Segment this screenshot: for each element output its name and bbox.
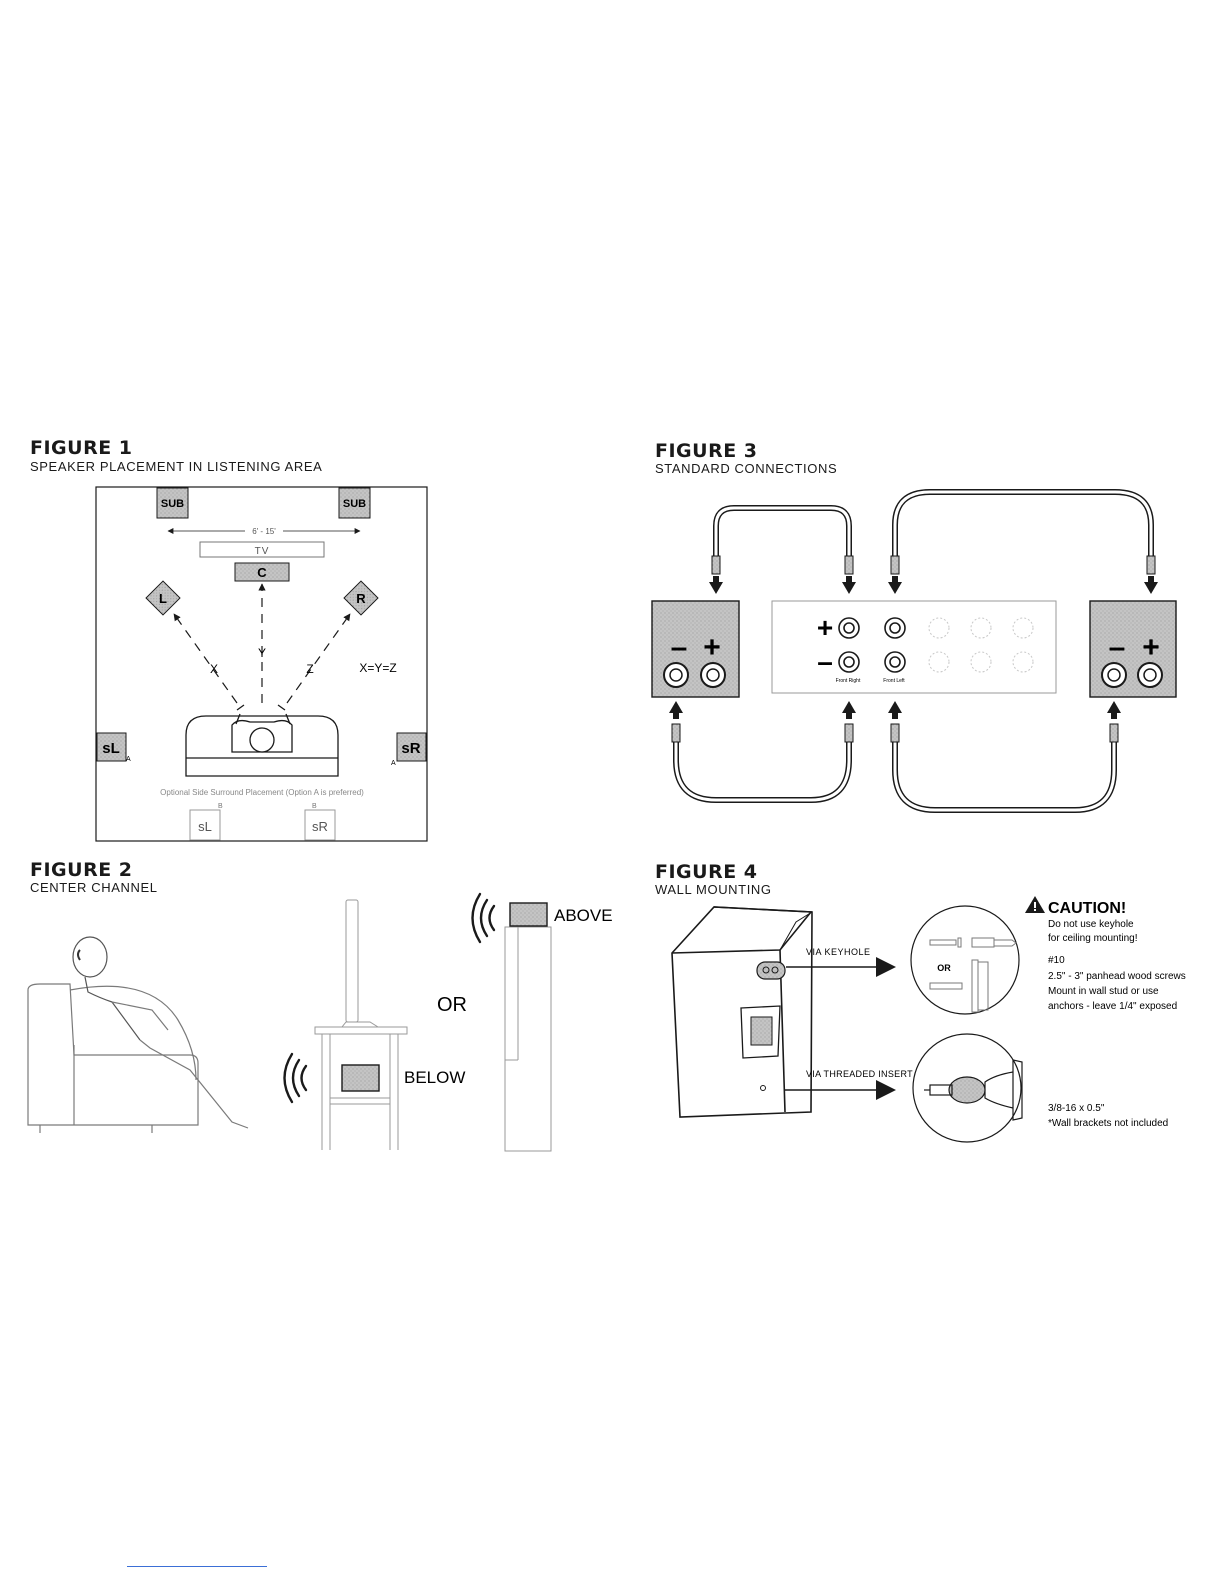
tv-tall-side bbox=[504, 926, 552, 1152]
figure-1-subtitle: SPEAKER PLACEMENT IN LISTENING AREA bbox=[30, 459, 323, 474]
center-speaker: C bbox=[234, 562, 290, 582]
front-right-label: Front Right bbox=[836, 678, 861, 684]
bottom-rule bbox=[127, 1566, 267, 1567]
insert-detail-circle bbox=[912, 1033, 1023, 1143]
figure-4-subtitle: WALL MOUNTING bbox=[655, 882, 772, 897]
receiver-plus: + bbox=[817, 612, 833, 643]
sound-waves-below bbox=[283, 1052, 308, 1104]
side-left-speaker-b: sL B bbox=[189, 803, 223, 841]
center-speaker-above bbox=[509, 902, 548, 927]
right-speaker-terminal: – + bbox=[1089, 600, 1177, 698]
distance-x-label: X bbox=[210, 662, 218, 676]
side-left-b-label: sL bbox=[198, 819, 212, 834]
distance-label: 6' - 15' bbox=[252, 527, 276, 536]
side-right-label: sR bbox=[401, 740, 420, 757]
figure-2-title: FIGURE 2 bbox=[30, 859, 133, 881]
side-right-speaker-b: sR B bbox=[304, 803, 336, 841]
figure-3-diagram: – + – + + – bbox=[651, 489, 1177, 813]
tv: TV bbox=[199, 541, 325, 558]
left-speaker-terminal: – + bbox=[651, 600, 740, 698]
figure-3-subtitle: STANDARD CONNECTIONS bbox=[655, 461, 838, 476]
figure-1-title: FIGURE 1 bbox=[30, 437, 133, 459]
caution-heading: CAUTION! bbox=[1048, 900, 1126, 917]
sofa-with-listener bbox=[185, 704, 339, 777]
subwoofer-right-label: SUB bbox=[343, 498, 366, 510]
right-speaker: R bbox=[343, 580, 379, 616]
speaker-wires bbox=[673, 489, 1154, 813]
left-terminal-minus: – bbox=[671, 631, 688, 664]
caution-block: CAUTION! Do not use keyhole for ceiling … bbox=[1025, 896, 1186, 1129]
equation-label: X=Y=Z bbox=[359, 661, 396, 675]
figure-4-diagram: VIA KEYHOLE VIA THREADED INSERT OR bbox=[671, 896, 1186, 1143]
tv-on-stand bbox=[314, 899, 408, 1150]
left-speaker-label: L bbox=[159, 591, 167, 606]
figure-2-diagram: BELOW OR ABOVE bbox=[27, 892, 613, 1152]
caution-line-2: for ceiling mounting! bbox=[1048, 933, 1138, 944]
via-threaded-label: VIA THREADED INSERT bbox=[806, 1069, 913, 1079]
screw-size: #10 bbox=[1048, 955, 1065, 966]
figure-2-subtitle: CENTER CHANNEL bbox=[30, 880, 158, 895]
side-left-option-a: A bbox=[126, 756, 131, 763]
optional-placement-note: Optional Side Surround Placement (Option… bbox=[160, 788, 364, 797]
receiver-panel: + – Front Right Front Left bbox=[771, 600, 1057, 694]
above-label: ABOVE bbox=[554, 906, 613, 925]
front-left-label: Front Left bbox=[883, 678, 905, 684]
side-right-option-a: A bbox=[391, 760, 396, 767]
side-right-speaker-a: sR A bbox=[391, 732, 427, 767]
bracket-note: *Wall brackets not included bbox=[1048, 1118, 1168, 1129]
via-keyhole-label: VIA KEYHOLE bbox=[806, 947, 871, 957]
figure-3-title: FIGURE 3 bbox=[655, 440, 758, 462]
person-in-chair bbox=[27, 936, 249, 1133]
right-terminal-plus: + bbox=[1142, 631, 1160, 664]
side-left-speaker-a: sL A bbox=[96, 732, 131, 763]
center-speaker-below bbox=[341, 1064, 380, 1092]
room-outline bbox=[95, 486, 428, 842]
subwoofer-left-label: SUB bbox=[161, 498, 184, 510]
screw-detail-circle: OR bbox=[910, 905, 1020, 1015]
side-left-option-b: B bbox=[218, 803, 223, 810]
screw-line-2: Mount in wall stud or use bbox=[1048, 986, 1159, 997]
subwoofer-right: SUB bbox=[338, 487, 371, 519]
screw-line-1: 2.5" - 3" panhead wood screws bbox=[1048, 971, 1186, 982]
center-speaker-label: C bbox=[257, 565, 267, 580]
caution-line-1: Do not use keyhole bbox=[1048, 919, 1134, 930]
side-right-b-label: sR bbox=[312, 819, 328, 834]
insert-size: 3/8-16 x 0.5" bbox=[1048, 1103, 1105, 1114]
screw-line-3: anchors - leave 1/4" exposed bbox=[1048, 1001, 1177, 1012]
below-label: BELOW bbox=[404, 1068, 465, 1087]
receiver-minus: – bbox=[817, 646, 833, 677]
left-speaker: L bbox=[145, 580, 181, 616]
distance-y-label: Y bbox=[258, 646, 266, 660]
distance-z-label: Z bbox=[306, 662, 313, 676]
right-speaker-label: R bbox=[356, 591, 366, 606]
detail-or-label: OR bbox=[937, 963, 951, 973]
left-terminal-plus: + bbox=[703, 631, 721, 664]
speaker-cabinet bbox=[671, 906, 813, 1118]
side-right-option-b: B bbox=[312, 803, 317, 810]
tv-label: TV bbox=[255, 546, 270, 557]
connection-arrows bbox=[669, 576, 1158, 719]
subwoofer-left: SUB bbox=[156, 487, 189, 519]
right-terminal-minus: – bbox=[1109, 631, 1126, 664]
figure-1-diagram: SUB SUB 6' - 15' TV C L R bbox=[95, 486, 428, 842]
figure-4-title: FIGURE 4 bbox=[655, 861, 758, 883]
or-label: OR bbox=[437, 994, 467, 1016]
sound-waves-above bbox=[471, 892, 496, 944]
side-left-label: sL bbox=[102, 740, 120, 757]
